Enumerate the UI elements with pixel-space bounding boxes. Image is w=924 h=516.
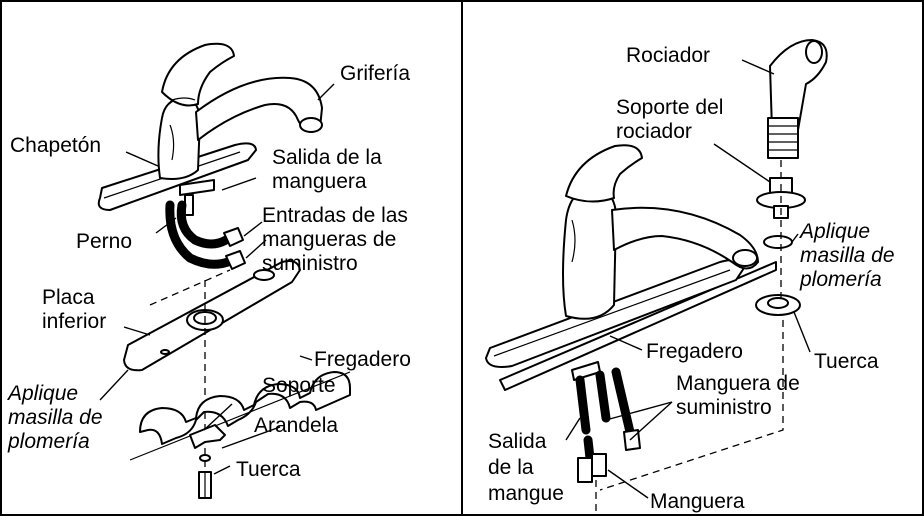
label-placa-line1: Placa bbox=[42, 286, 95, 309]
label-entradas-line2: mangueras de bbox=[262, 228, 396, 251]
label-fregadero: Fregadero bbox=[314, 348, 411, 371]
label-soporte: Soporte bbox=[262, 374, 336, 397]
label-entradas-line1: Entradas de las bbox=[262, 204, 408, 227]
label-manguera: Manguera bbox=[650, 490, 745, 513]
label-salida-right-line3: mangue bbox=[488, 482, 564, 505]
label-aplique-right-line3: plomería bbox=[799, 268, 882, 291]
label-soporte-rociador-line1: Soporte del bbox=[616, 96, 723, 119]
label-aplique-right-line1: Aplique bbox=[798, 220, 870, 243]
right-leader-lines bbox=[565, 59, 811, 499]
label-tuerca: Tuerca bbox=[236, 458, 301, 481]
label-aplique-line2: masilla de bbox=[8, 406, 103, 429]
label-tuerca-right: Tuerca bbox=[814, 350, 879, 373]
label-manguera-suministro-line2: suministro bbox=[676, 396, 772, 419]
label-soporte-rociador-line2: rociador bbox=[616, 120, 692, 143]
label-manguera-suministro-line1: Manguera de bbox=[676, 372, 800, 395]
right-faucet-illustration bbox=[485, 39, 828, 512]
label-entradas-line3: suministro bbox=[262, 252, 358, 275]
label-rociador: Rociador bbox=[626, 44, 710, 67]
label-salida-line2: manguera bbox=[272, 170, 367, 193]
label-placa-line2: inferior bbox=[42, 310, 106, 333]
label-salida-line1: Salida de la bbox=[272, 146, 382, 169]
label-aplique-line1: Aplique bbox=[6, 382, 78, 405]
label-aplique-right-line2: masilla de bbox=[800, 244, 895, 267]
label-salida-right-line2: de la bbox=[488, 456, 534, 479]
label-aplique-line3: plomería bbox=[7, 430, 90, 453]
label-chapeton: Chapetón bbox=[10, 134, 101, 157]
left-leader-lines bbox=[99, 83, 335, 475]
label-griferia: Grifería bbox=[340, 62, 410, 85]
label-perno: Perno bbox=[76, 230, 132, 253]
left-faucet-illustration bbox=[97, 42, 351, 499]
label-salida-right-line1: Salida bbox=[488, 430, 547, 453]
label-arandela: Arandela bbox=[254, 414, 338, 437]
label-fregadero-right: Fregadero bbox=[646, 340, 743, 363]
